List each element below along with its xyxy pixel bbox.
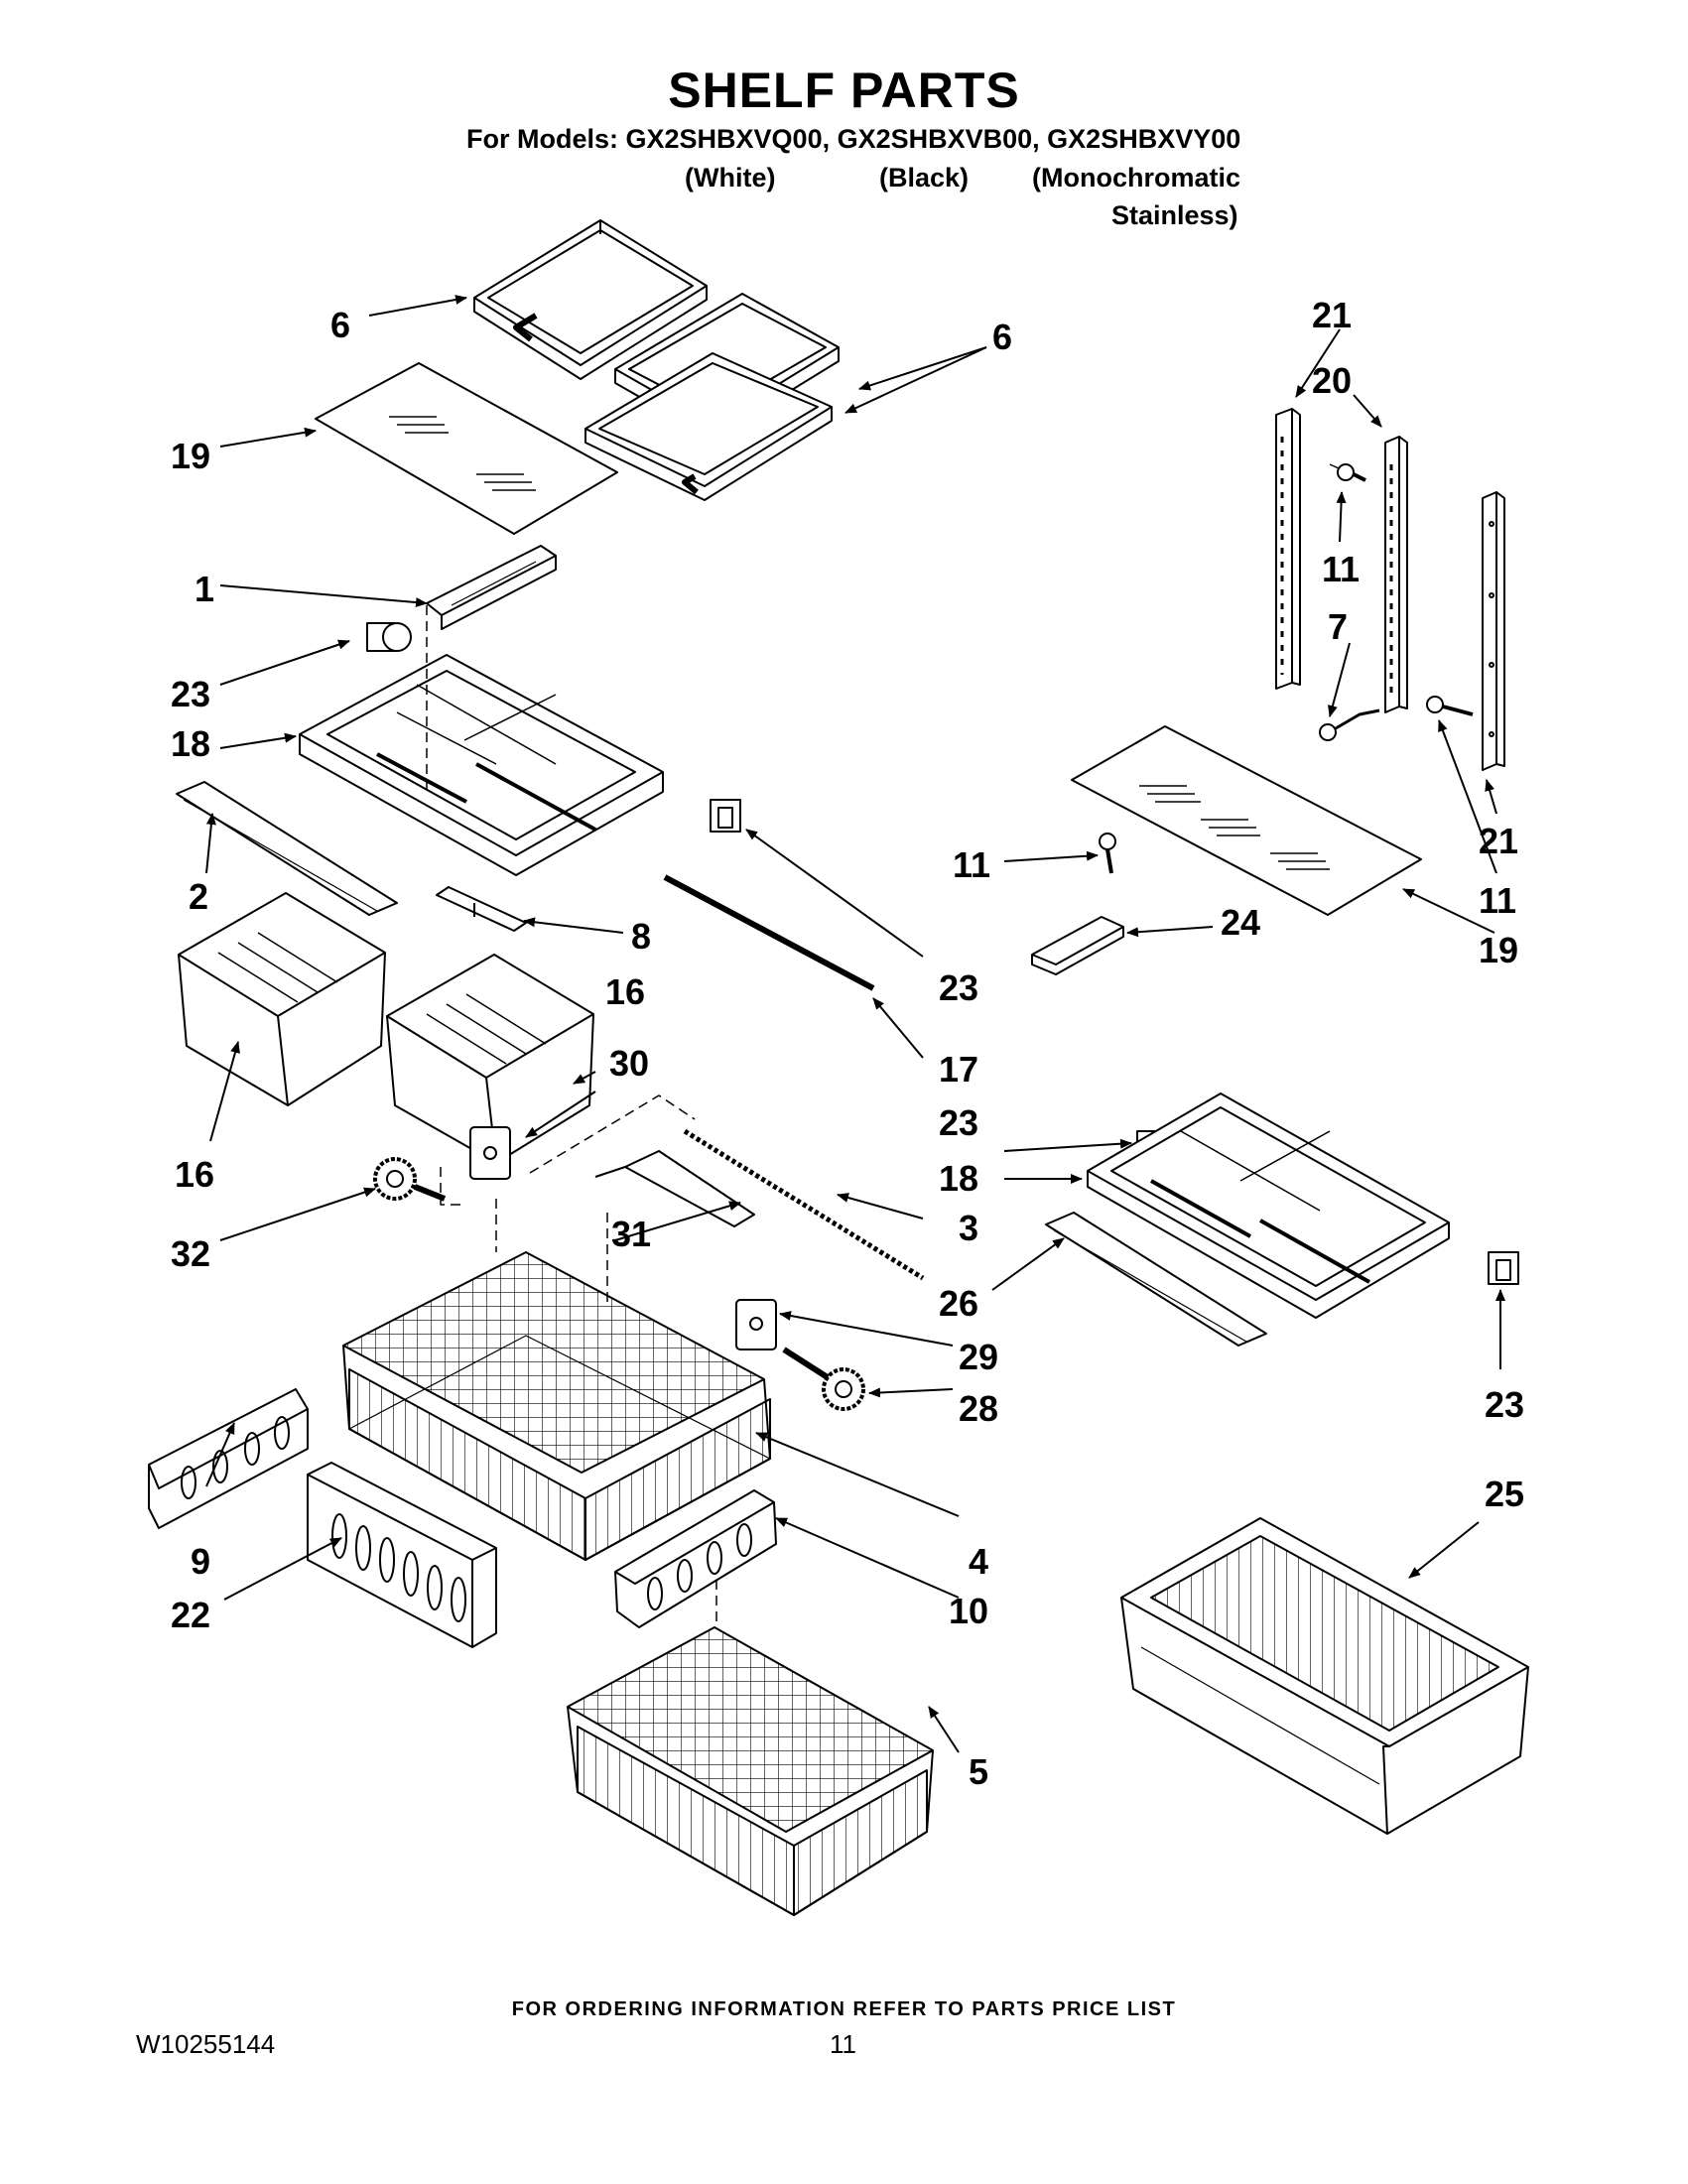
shelf-rail-21-left: [1275, 408, 1301, 690]
screw-11-a: [1329, 463, 1366, 482]
callout-23-upper: 23: [171, 674, 210, 714]
lower-basket-5: [567, 1626, 934, 1916]
callout-24: 24: [1221, 902, 1260, 943]
callout-23-right-upper: 23: [939, 1102, 978, 1143]
crisper-drawer-16-left: [178, 892, 386, 1106]
callout-23-mid: 23: [939, 967, 978, 1008]
screw-11-b: [1426, 696, 1474, 716]
divider-panel-22: [307, 1462, 497, 1648]
cap-23-upper: [366, 622, 412, 652]
cap-23-right-lower: [1488, 1251, 1519, 1285]
callout-21-bottom: 21: [1479, 821, 1518, 861]
divider-panel-9: [148, 1388, 309, 1529]
callout-19-right: 19: [1479, 930, 1518, 970]
callout-19-left: 19: [171, 436, 210, 476]
callout-22: 22: [171, 1595, 210, 1635]
shelf-frame-6c: [584, 352, 833, 501]
callout-1: 1: [195, 569, 214, 609]
document-number: W10255144: [136, 2029, 276, 2059]
page-title: SHELF PARTS: [668, 63, 1020, 118]
gear-28: [782, 1347, 865, 1411]
callout-21-top: 21: [1312, 295, 1352, 335]
screw-7: [1319, 708, 1380, 741]
rod-17: [663, 874, 875, 991]
glass-shelf-19-right: [1071, 725, 1422, 916]
ordering-note: FOR ORDERING INFORMATION REFER TO PARTS …: [511, 1998, 1177, 2020]
callout-6-b: 6: [992, 317, 1012, 357]
callout-9: 9: [191, 1541, 210, 1582]
callout-32: 32: [171, 1233, 210, 1274]
callout-29: 29: [959, 1337, 998, 1377]
callout-11-b: 11: [1479, 880, 1516, 921]
crisper-cover-18-left: [299, 654, 664, 876]
variant-monochromatic: (Monochromatic: [1032, 163, 1241, 193]
wire-rod-3: [683, 1128, 925, 1281]
callout-16-right: 16: [605, 971, 645, 1012]
callout-17: 17: [939, 1049, 978, 1090]
divider-rail-1: [426, 545, 557, 630]
shelf-rail-21-right: [1482, 491, 1505, 771]
divider-panel-10: [614, 1489, 777, 1628]
callout-4: 4: [969, 1541, 988, 1582]
tray-25: [1120, 1517, 1529, 1835]
page-number: 11: [830, 2029, 856, 2059]
callout-31: 31: [611, 1214, 651, 1254]
callout-30: 30: [609, 1043, 649, 1084]
cap-23-mid: [710, 799, 741, 833]
callout-16-left: 16: [175, 1154, 214, 1195]
variant-white: (White): [685, 163, 776, 193]
shelf-rail-20: [1384, 436, 1408, 713]
variant-stainless: Stainless): [1111, 200, 1238, 230]
callout-2: 2: [189, 876, 208, 917]
bracket-29: [735, 1299, 777, 1350]
callout-8: 8: [631, 916, 651, 957]
callout-23-right-lower: 23: [1485, 1384, 1524, 1425]
callout-18-left: 18: [171, 723, 210, 764]
callout-25: 25: [1485, 1474, 1524, 1514]
models-line: For Models: GX2SHBXVQ00, GX2SHBXVB00, GX…: [466, 124, 1241, 154]
callout-5: 5: [969, 1751, 988, 1792]
screw-11-c: [1099, 833, 1116, 874]
callout-7: 7: [1328, 606, 1348, 647]
bracket-30: [469, 1126, 511, 1180]
callout-28: 28: [959, 1388, 998, 1429]
crisper-cover-18-right: [1087, 1092, 1450, 1319]
callout-18-right: 18: [939, 1158, 978, 1199]
callout-11-a: 11: [1322, 549, 1360, 589]
callout-6-a: 6: [330, 305, 350, 345]
callout-11-c: 11: [953, 844, 990, 885]
callout-10: 10: [949, 1591, 988, 1631]
trim-strip-26: [1045, 1212, 1267, 1347]
freezer-basket-4: [342, 1251, 771, 1561]
callout-20: 20: [1312, 360, 1352, 401]
bracket-24: [1031, 916, 1124, 975]
glass-shelf-19-left: [315, 362, 618, 535]
center-clip-8: [436, 886, 527, 932]
shelf-frame-6a: [473, 219, 708, 380]
callout-3: 3: [959, 1208, 978, 1248]
callout-26: 26: [939, 1283, 978, 1324]
variant-black: (Black): [879, 163, 970, 193]
gear-32: [373, 1157, 447, 1202]
